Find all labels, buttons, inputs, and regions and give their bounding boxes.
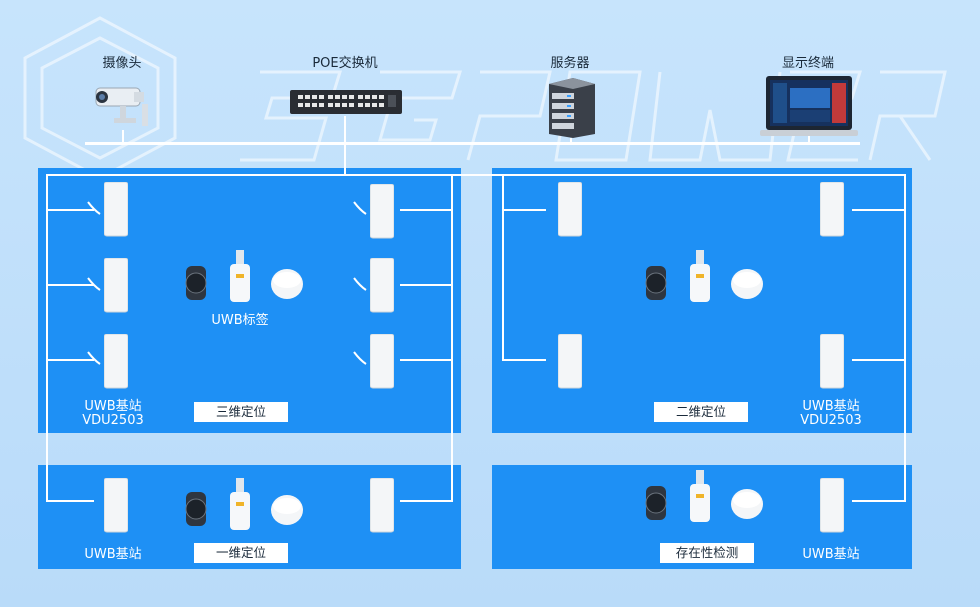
card-tag-icon	[230, 478, 250, 530]
link-3d-l3	[46, 359, 94, 361]
display-terminal-label: 显示终端	[781, 56, 834, 71]
uwb-station-icon	[370, 258, 394, 316]
uwb-station-icon	[820, 478, 844, 536]
backbone-line	[85, 142, 860, 145]
uwb-station-icon	[820, 182, 844, 240]
uwb-station-icon	[104, 334, 128, 392]
server-drop-line	[570, 138, 572, 144]
station-label-3d-line1: UWB基站	[84, 399, 142, 414]
uwb-station-icon	[370, 478, 394, 536]
antenna-bracket-icon	[353, 201, 367, 365]
inner-feeder-right-panel	[502, 174, 504, 360]
uwb-station-icon	[820, 334, 844, 392]
station-label-2d-line1: UWB基站	[802, 399, 860, 414]
camera-icon	[95, 87, 148, 126]
uwb-station-icon	[104, 258, 128, 316]
link-2d-l1	[502, 209, 546, 211]
right-feeder	[904, 174, 906, 502]
wristband-tag-icon	[645, 486, 667, 520]
station-label-presence: UWB基站	[802, 547, 860, 562]
feeder-drop	[344, 142, 346, 176]
server-icon	[549, 78, 595, 138]
link-2d-l2	[502, 359, 546, 361]
mode-label-three-d: 三维定位	[194, 402, 288, 422]
round-tag-icon	[731, 269, 763, 299]
mode-label-one-d: 一维定位	[194, 543, 288, 563]
left-feeder	[46, 174, 48, 502]
uwb-station-icon	[104, 182, 128, 240]
wristband-tag-icon	[645, 266, 667, 300]
card-tag-icon	[690, 250, 710, 302]
link-3d-l2	[46, 284, 94, 286]
mode-label-two-d: 二维定位	[654, 402, 748, 422]
link-1d-r	[400, 500, 452, 502]
uwb-station-icon	[370, 184, 394, 242]
card-tag-icon	[230, 250, 250, 302]
server-label: 服务器	[550, 56, 590, 71]
mode-label-presence: 存在性检测	[660, 543, 754, 563]
link-2d-r1	[852, 209, 906, 211]
uwb-station-icon	[370, 334, 394, 392]
station-label-1d: UWB基站	[84, 547, 142, 562]
uwb-station-icon	[558, 334, 582, 392]
inner-feeder-left-panel	[451, 174, 453, 502]
station-label-2d-line2: VDU2503	[800, 413, 862, 428]
camera-label: 摄像头	[102, 56, 142, 71]
uwb-station-icon	[104, 478, 128, 536]
poe-drop-line	[344, 116, 346, 144]
link-3d-r2	[400, 284, 452, 286]
link-1d-l	[46, 500, 94, 502]
antenna-bracket-icon	[87, 201, 101, 365]
feeder-bus	[46, 174, 906, 176]
wristband-tag-icon	[185, 492, 207, 526]
card-tag-icon	[690, 470, 710, 522]
display-terminal-icon	[760, 76, 858, 136]
uwb-station-icon	[558, 182, 582, 240]
link-presence-r	[852, 500, 906, 502]
poe-switch-label: POE交换机	[312, 56, 378, 71]
wristband-tag-icon	[185, 266, 207, 300]
camera-drop-line	[122, 130, 124, 144]
link-3d-r3	[400, 359, 452, 361]
station-label-3d-line2: VDU2503	[82, 413, 144, 428]
link-2d-r2	[852, 359, 906, 361]
link-3d-r1	[400, 209, 452, 211]
poe-switch-icon	[290, 90, 402, 114]
uwb-tag-label: UWB标签	[211, 313, 269, 328]
round-tag-icon	[271, 495, 303, 525]
link-3d-l1	[46, 209, 94, 211]
display-drop-line	[808, 136, 810, 144]
round-tag-icon	[731, 489, 763, 519]
round-tag-icon	[271, 269, 303, 299]
